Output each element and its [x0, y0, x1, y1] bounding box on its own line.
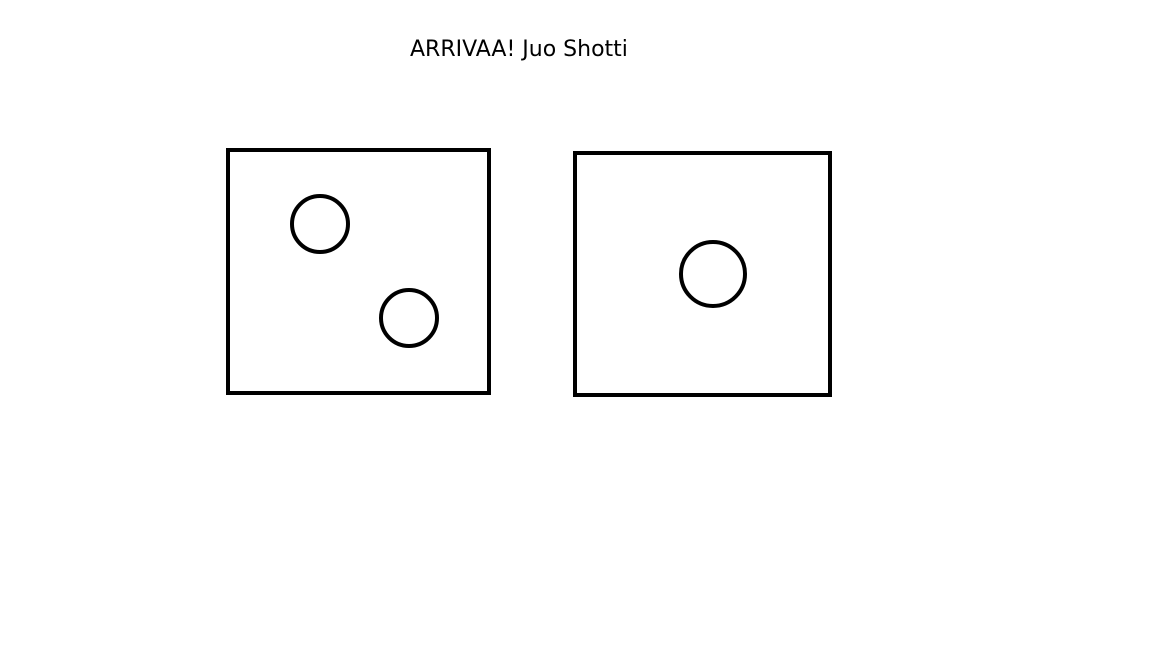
die-pip	[379, 288, 439, 348]
die-right	[573, 151, 832, 397]
game-title: ARRIVAA! Juo Shotti	[410, 37, 628, 62]
die-pip	[679, 240, 747, 308]
die-pip	[290, 194, 350, 254]
die-left	[226, 148, 491, 395]
